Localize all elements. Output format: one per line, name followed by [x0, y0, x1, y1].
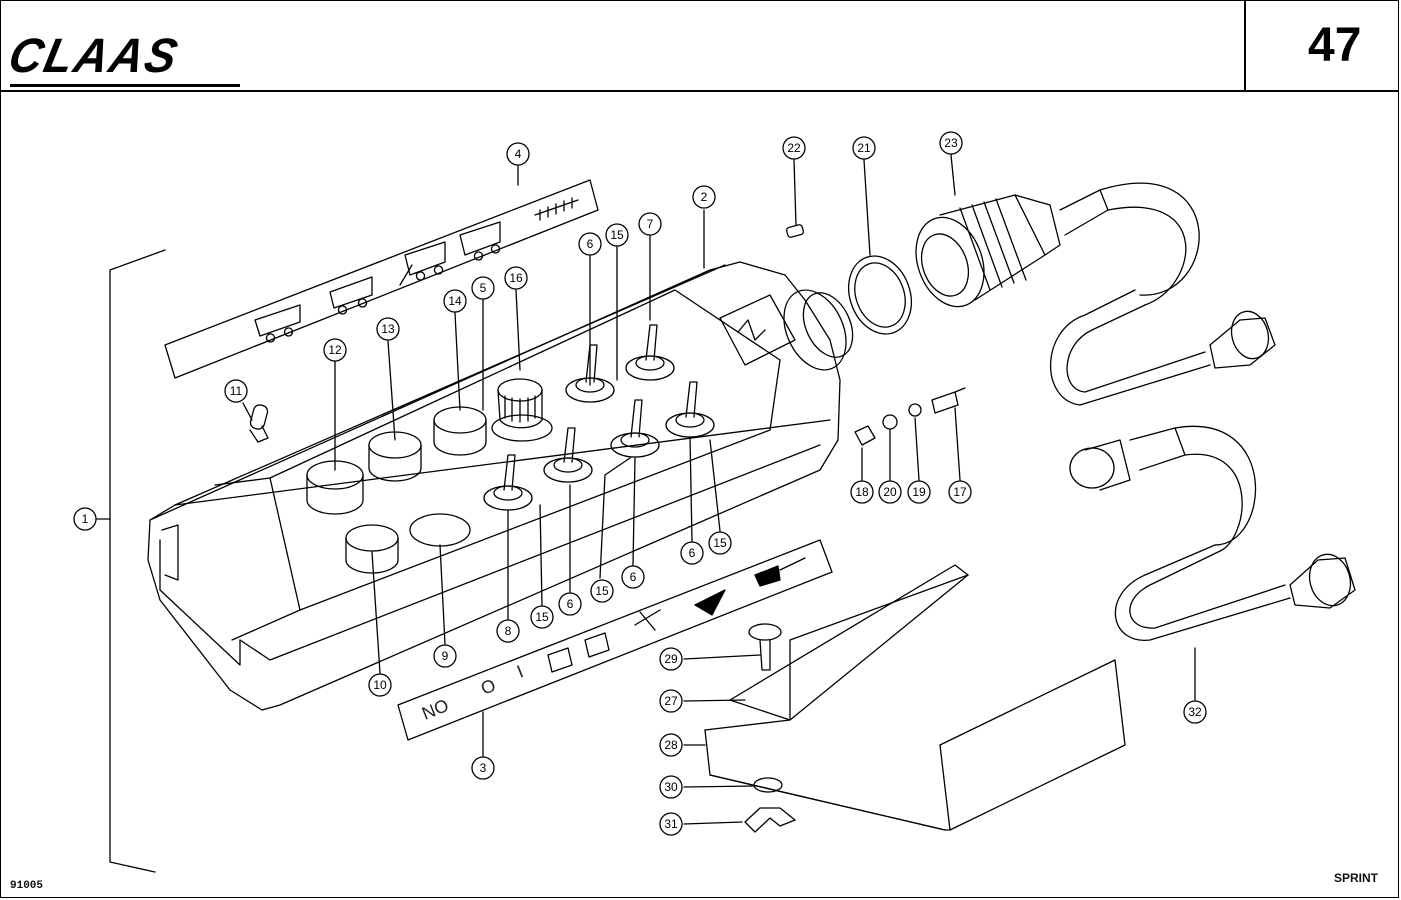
plug-connector — [915, 182, 1200, 308]
svg-text:15: 15 — [713, 536, 727, 550]
svg-text:1: 1 — [82, 512, 89, 526]
svg-text:18: 18 — [855, 485, 869, 499]
callout-11: 11 — [224, 379, 248, 403]
callout-23: 23 — [939, 131, 963, 155]
callout-30: 30 — [659, 775, 683, 799]
callout-10: 10 — [368, 673, 392, 697]
svg-text:20: 20 — [883, 485, 897, 499]
pin — [786, 224, 804, 238]
callout-6b: 6 — [558, 592, 582, 616]
drawing-number: 91005 — [10, 880, 44, 892]
strip-label-no: NO — [419, 695, 452, 724]
indicator-bulb — [249, 404, 269, 443]
strip-label-on: I — [514, 661, 526, 681]
svg-text:10: 10 — [373, 678, 387, 692]
svg-text:6: 6 — [567, 597, 574, 611]
callout-3: 3 — [471, 756, 495, 780]
callout-13: 13 — [376, 317, 400, 341]
assembly-bracket — [109, 249, 166, 873]
svg-text:22: 22 — [787, 141, 801, 155]
leader-lines — [96, 154, 961, 825]
svg-text:30: 30 — [664, 780, 678, 794]
callout-29: 29 — [659, 647, 683, 671]
seal-ring — [848, 255, 912, 335]
svg-text:12: 12 — [328, 343, 342, 357]
callout-8: 8 — [496, 619, 520, 643]
model-name: SPRINT — [1334, 871, 1379, 885]
push-button-group — [306, 378, 553, 574]
callout-7: 7 — [638, 212, 662, 236]
callout-27: 27 — [659, 689, 683, 713]
svg-text:31: 31 — [664, 817, 678, 831]
bolt-washer-nut — [744, 623, 796, 833]
callout-1: 1 — [73, 507, 97, 531]
callout-32: 32 — [1183, 700, 1207, 724]
callout-15d: 15 — [708, 531, 732, 555]
svg-text:2: 2 — [701, 190, 708, 204]
callout-6a: 6 — [578, 232, 602, 256]
callout-19: 19 — [907, 480, 931, 504]
control-box-housing — [147, 261, 854, 711]
svg-text:15: 15 — [535, 610, 549, 624]
callout-5: 5 — [471, 276, 495, 300]
callout-15b: 15 — [530, 605, 554, 629]
svg-text:8: 8 — [505, 624, 512, 638]
svg-text:13: 13 — [381, 322, 395, 336]
svg-text:16: 16 — [509, 271, 523, 285]
page-number: 47 — [1308, 19, 1362, 72]
svg-text:7: 7 — [647, 217, 654, 231]
svg-text:11: 11 — [230, 384, 243, 398]
svg-text:17: 17 — [953, 485, 967, 499]
callout-20: 20 — [878, 480, 902, 504]
svg-text:6: 6 — [630, 570, 637, 584]
logo-underline — [10, 84, 240, 87]
mounting-bracket — [704, 564, 1126, 831]
header-divider — [0, 90, 1399, 92]
callout-6c: 6 — [621, 565, 645, 589]
svg-text:15: 15 — [595, 584, 609, 598]
callout-21: 21 — [852, 136, 876, 160]
top-label-strip — [164, 179, 599, 379]
svg-text:15: 15 — [610, 228, 624, 242]
svg-text:9: 9 — [442, 649, 449, 663]
svg-text:6: 6 — [587, 237, 594, 251]
callout-9: 9 — [433, 644, 457, 668]
callout-4: 4 — [506, 142, 530, 166]
svg-text:28: 28 — [664, 738, 678, 752]
cable-assembly-lower — [1069, 425, 1356, 701]
callout-12: 12 — [323, 338, 347, 362]
callout-22: 22 — [782, 136, 806, 160]
svg-text:23: 23 — [944, 136, 958, 150]
svg-text:32: 32 — [1188, 705, 1202, 719]
svg-text:27: 27 — [664, 694, 678, 708]
page-number-box — [1244, 0, 1399, 90]
svg-text:29: 29 — [664, 652, 678, 666]
svg-text:4: 4 — [515, 147, 522, 161]
svg-text:5: 5 — [480, 281, 487, 295]
callout-15a: 15 — [605, 223, 629, 247]
callout-2: 2 — [692, 185, 716, 209]
svg-text:14: 14 — [448, 294, 462, 308]
callout-6d: 6 — [680, 541, 704, 565]
callout-16: 16 — [504, 266, 528, 290]
callout-31: 31 — [659, 812, 683, 836]
small-hardware — [854, 387, 966, 446]
svg-text:6: 6 — [689, 546, 696, 560]
callout-15c: 15 — [590, 579, 614, 603]
svg-text:21: 21 — [857, 141, 871, 155]
callout-28: 28 — [659, 733, 683, 757]
svg-text:3: 3 — [480, 761, 487, 775]
cable-assembly-upper — [1050, 289, 1276, 406]
callout-14: 14 — [443, 289, 467, 313]
svg-text:19: 19 — [912, 485, 926, 499]
callout-17: 17 — [948, 480, 972, 504]
bottom-label-strip — [397, 539, 833, 741]
callout-18: 18 — [850, 480, 874, 504]
strip-label-off: O — [478, 675, 498, 699]
